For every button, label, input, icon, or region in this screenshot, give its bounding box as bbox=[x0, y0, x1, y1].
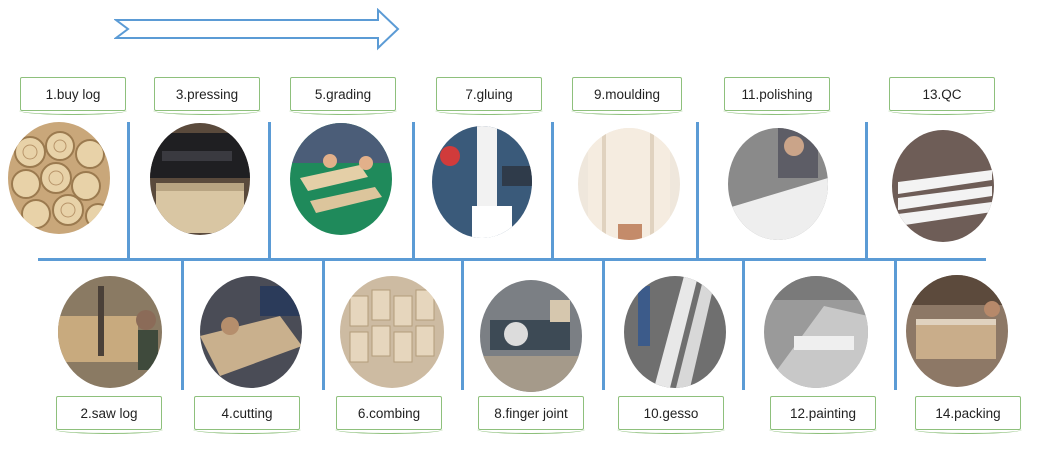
connector bbox=[127, 122, 130, 259]
step-label: 3.pressing bbox=[153, 77, 261, 115]
step-label: 13.QC bbox=[888, 77, 996, 115]
step-label: 7.gluing bbox=[435, 77, 543, 115]
step-label: 2.saw log bbox=[55, 396, 163, 434]
step-label: 9.moulding bbox=[571, 77, 683, 115]
step-label: 10.gesso bbox=[617, 396, 725, 434]
packing-photo bbox=[906, 275, 1008, 387]
connector bbox=[268, 122, 271, 259]
step-label: 12.painting bbox=[769, 396, 877, 434]
gluing-photo bbox=[432, 126, 532, 238]
combing-photo bbox=[340, 276, 444, 388]
connector bbox=[865, 122, 868, 259]
saw-log-photo bbox=[58, 276, 162, 388]
timeline-axis bbox=[38, 258, 986, 261]
painting-photo bbox=[764, 276, 868, 388]
connector bbox=[322, 260, 325, 390]
connector bbox=[894, 260, 897, 390]
log-pile-photo bbox=[8, 122, 110, 234]
step-label: 11.polishing bbox=[723, 77, 831, 115]
connector bbox=[461, 260, 464, 390]
gesso-photo bbox=[624, 276, 726, 388]
step-label: 8.finger joint bbox=[477, 396, 585, 434]
qc-photo bbox=[892, 130, 994, 242]
connector bbox=[602, 260, 605, 390]
connector bbox=[742, 260, 745, 390]
cutting-photo bbox=[200, 276, 302, 388]
step-label: 5.grading bbox=[289, 77, 397, 115]
connector bbox=[181, 260, 184, 390]
connector bbox=[551, 122, 554, 259]
direction-arrow-icon bbox=[114, 8, 400, 51]
step-label: 1.buy log bbox=[19, 77, 127, 115]
step-label: 6.combing bbox=[335, 396, 443, 434]
connector bbox=[696, 122, 699, 259]
step-label: 4.cutting bbox=[193, 396, 301, 434]
polishing-photo bbox=[728, 128, 828, 240]
moulding-photo bbox=[578, 128, 680, 240]
finger-joint-photo bbox=[480, 280, 582, 392]
pressing-machine-photo bbox=[150, 123, 250, 235]
step-label: 14.packing bbox=[914, 396, 1022, 434]
connector bbox=[412, 122, 415, 259]
grading-photo bbox=[290, 123, 392, 235]
